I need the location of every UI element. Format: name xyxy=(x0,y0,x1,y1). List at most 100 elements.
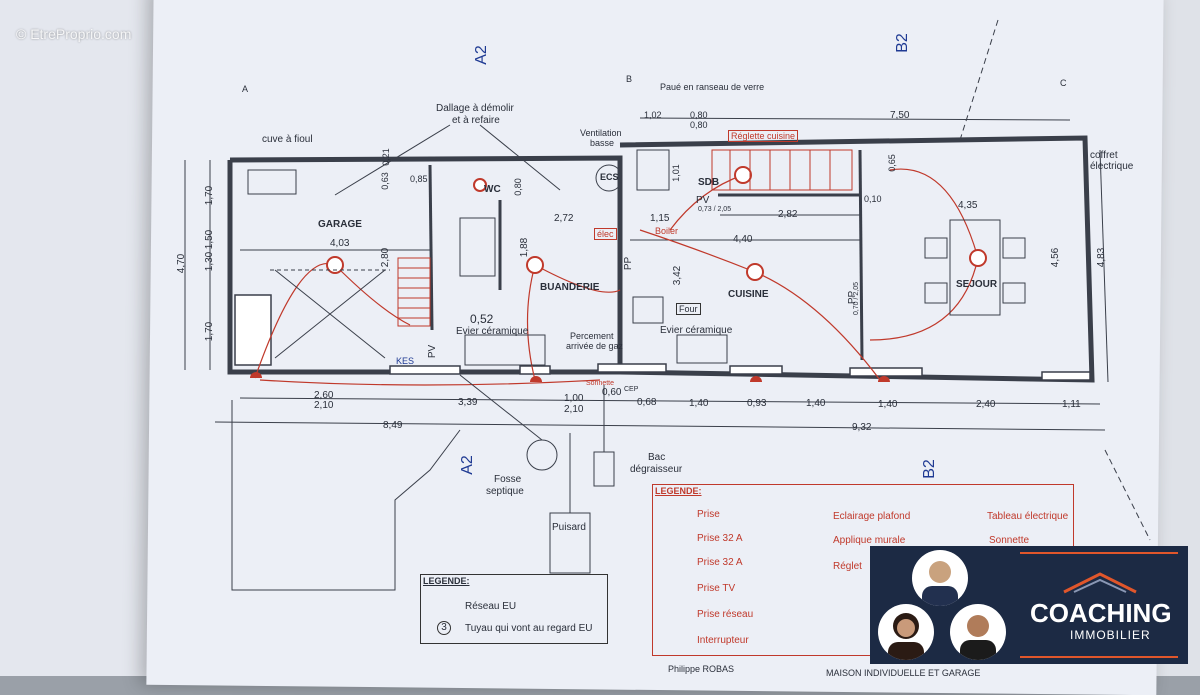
legend-item: Eclairage plafond xyxy=(833,511,911,522)
label-elec: élec xyxy=(594,228,617,240)
label-puisard: Puisard xyxy=(552,522,586,533)
dim: 1,01 xyxy=(670,164,681,182)
watermark: © EtreProprio.com xyxy=(16,26,132,42)
legend2-reseau: Réseau EU xyxy=(465,601,517,612)
label-boiler: Boiler xyxy=(655,226,679,236)
section-mark-a2-bottom: A2 xyxy=(458,455,476,475)
dim: 1,00 xyxy=(564,393,584,404)
dim: 2,10 xyxy=(314,400,334,411)
room-wc: WC xyxy=(484,184,501,195)
section-mark-a2-top: A2 xyxy=(472,45,490,65)
section-mark-b2-top: B2 xyxy=(893,33,911,53)
avatar xyxy=(912,550,968,606)
dim: 3,42 xyxy=(672,265,684,286)
avatar xyxy=(878,604,934,660)
dim: 2,10 xyxy=(564,404,584,415)
label-fosse-2: septique xyxy=(486,486,524,497)
label-pv-2: PV xyxy=(427,344,439,359)
room-cuisine: CUISINE xyxy=(728,289,769,300)
dim: 1,40 xyxy=(689,398,709,409)
section-mark-b2-bottom: B2 xyxy=(920,459,938,479)
sejour-partition xyxy=(858,149,864,361)
dim: 0,10 xyxy=(864,194,882,204)
legend2-title: LEGENDE: xyxy=(423,576,470,586)
legend-title: LEGENDE: xyxy=(655,486,702,496)
dim: 1,40 xyxy=(806,398,826,409)
dim: 0,80 xyxy=(512,178,523,196)
dim: 2,80 xyxy=(380,247,392,268)
dim: 0,60 xyxy=(602,387,622,398)
dim: 7,50 xyxy=(890,110,910,121)
label-percement: Percement xyxy=(570,331,614,341)
legend-item: Prise xyxy=(697,509,720,520)
label-four: Four xyxy=(676,303,701,315)
legend-item: Prise réseau xyxy=(697,609,754,620)
note-dallage: Dallage à démolir xyxy=(436,103,514,114)
coaching-subtitle: IMMOBILIER xyxy=(1070,628,1151,642)
dim: 1,70 xyxy=(204,185,216,206)
ceiling-lights xyxy=(326,166,987,281)
legend-item: Tableau électrique xyxy=(987,511,1069,522)
badge-stripe-top xyxy=(1020,552,1178,554)
label-cep: CEP xyxy=(624,386,639,393)
house-logo-icon xyxy=(1063,572,1137,594)
label-cuve: cuve à fioul xyxy=(262,134,313,145)
label-sonnette-tag: Sonnette xyxy=(586,380,615,387)
note-reglette: Réglette cuisine xyxy=(728,130,799,142)
legend-item: Prise 32 A xyxy=(697,557,743,568)
avatar xyxy=(950,604,1006,660)
legend-item: Prise 32 A xyxy=(697,533,743,544)
room-garage: GARAGE xyxy=(318,219,362,230)
dim: 1,30 xyxy=(204,251,216,272)
dim: 0,63 xyxy=(379,172,390,190)
label-pv-1: PV xyxy=(696,195,710,206)
legend2-tuyau-num: 3 xyxy=(437,621,451,635)
dim: 2,82 xyxy=(778,209,798,220)
label-bac-2: dégraisseur xyxy=(630,464,683,475)
dim: 0,93 xyxy=(747,398,767,409)
label-kes: KES xyxy=(396,356,415,366)
dim: 0,85 xyxy=(410,174,428,184)
note-coffret-2: électrique xyxy=(1090,161,1134,172)
note-dallage-2: et à refaire xyxy=(452,115,500,126)
badge-stripe-bottom xyxy=(1020,656,1178,658)
dim: 4,35 xyxy=(958,200,978,211)
legend-item: Prise TV xyxy=(697,583,736,594)
dim: 0,65 xyxy=(886,154,897,172)
label-pp-1: PP xyxy=(623,256,635,271)
eu-legend: LEGENDE: Réseau EU 3 Tuyau qui vont au r… xyxy=(420,574,608,644)
label-pv-small: 0,73 / 2,05 xyxy=(698,206,732,213)
dim: 9,32 xyxy=(852,422,872,433)
axis-b: B xyxy=(626,74,633,84)
title-block-name: Philippe ROBAS xyxy=(668,664,735,674)
dim: 8,49 xyxy=(383,420,403,431)
dim: 4,83 xyxy=(1096,247,1108,268)
floor-plan-drawing xyxy=(184,19,1151,591)
dim: 1,11 xyxy=(1062,399,1081,410)
room-ecs: ECS xyxy=(600,172,619,182)
legend-item: Réglet xyxy=(833,561,862,572)
garage-buanderie-walls xyxy=(227,155,623,375)
legend2-tuyau: Tuyau qui vont au regard EU xyxy=(465,623,593,634)
dim: 1,50 xyxy=(204,229,216,250)
dim: 1,02 xyxy=(644,110,662,120)
label-bac: Bac xyxy=(648,452,666,463)
note-coffret: coffret xyxy=(1090,150,1118,161)
dim: 1,70 xyxy=(204,321,216,342)
label-pp-small: 0,70 / 2,05 xyxy=(853,281,861,316)
axis-c: C xyxy=(1060,78,1067,88)
coaching-title: COACHING xyxy=(1030,598,1172,628)
dim: 4,03 xyxy=(330,238,350,249)
dim: 1,40 xyxy=(878,399,898,410)
title-block-project: MAISON INDIVIDUELLE ET GARAGE xyxy=(826,668,981,678)
dim: 4,40 xyxy=(733,234,753,245)
label-fosse: Fosse xyxy=(494,474,522,485)
legend-item: Applique murale xyxy=(833,535,906,546)
note-ventilation: Ventilation xyxy=(580,128,622,138)
dim: 1,88 xyxy=(519,237,531,258)
house-walls xyxy=(619,135,1095,383)
dim: 0,52 xyxy=(470,312,494,326)
dim: 2,40 xyxy=(976,399,996,410)
dim: 2,60 xyxy=(314,390,334,401)
label-evier-1: Evier céramique xyxy=(456,326,529,337)
